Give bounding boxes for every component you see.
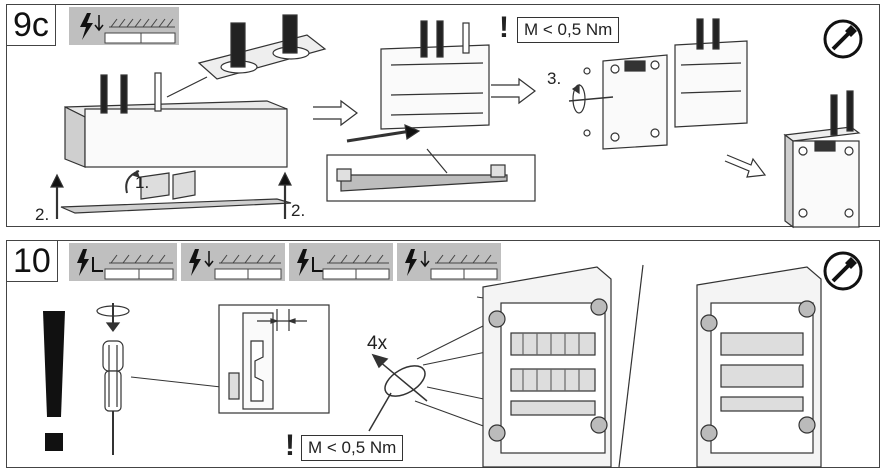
tool-round-icon [823, 251, 863, 291]
hazard-symbol-icon [405, 249, 498, 280]
hazard-indicator-10-d [397, 243, 501, 281]
step-9c-panel: 9c [6, 4, 880, 229]
substep-2-left-label: 2. [35, 205, 50, 224]
warning-exclamation-icon: ! [285, 429, 295, 462]
screwdriver-icon [96, 303, 130, 455]
hazard-symbol-icon [189, 249, 282, 280]
substep-3-label: 3. [547, 69, 562, 88]
hazard-indicator-10-a [69, 243, 177, 281]
hazard-indicator-10-c [289, 243, 393, 281]
large-warning-exclamation-icon [43, 311, 65, 451]
step-10-panel: 10 [6, 240, 880, 468]
hazard-indicator-10-b [181, 243, 285, 281]
substep-1-label: 1. [135, 173, 150, 192]
hazard-symbol-icon [297, 249, 390, 280]
step-number-9c: 9c [7, 5, 56, 46]
hazard-symbol-icon [77, 249, 174, 280]
step-10-illustration [43, 251, 863, 468]
torque-spec-10: M < 0,5 Nm [301, 435, 404, 461]
step-number-10: 10 [7, 241, 58, 282]
tool-round-icon [823, 19, 863, 59]
substep-2-right-label: 2. [291, 201, 306, 220]
torque-spec-9c: M < 0,5 Nm [517, 17, 620, 43]
hazard-indicator-9c [69, 7, 179, 45]
step-9c-illustration [50, 14, 863, 229]
screw-count-label: 4x [367, 333, 388, 354]
hazard-symbol-icon [80, 13, 176, 44]
warning-exclamation-icon: ! [499, 11, 509, 44]
